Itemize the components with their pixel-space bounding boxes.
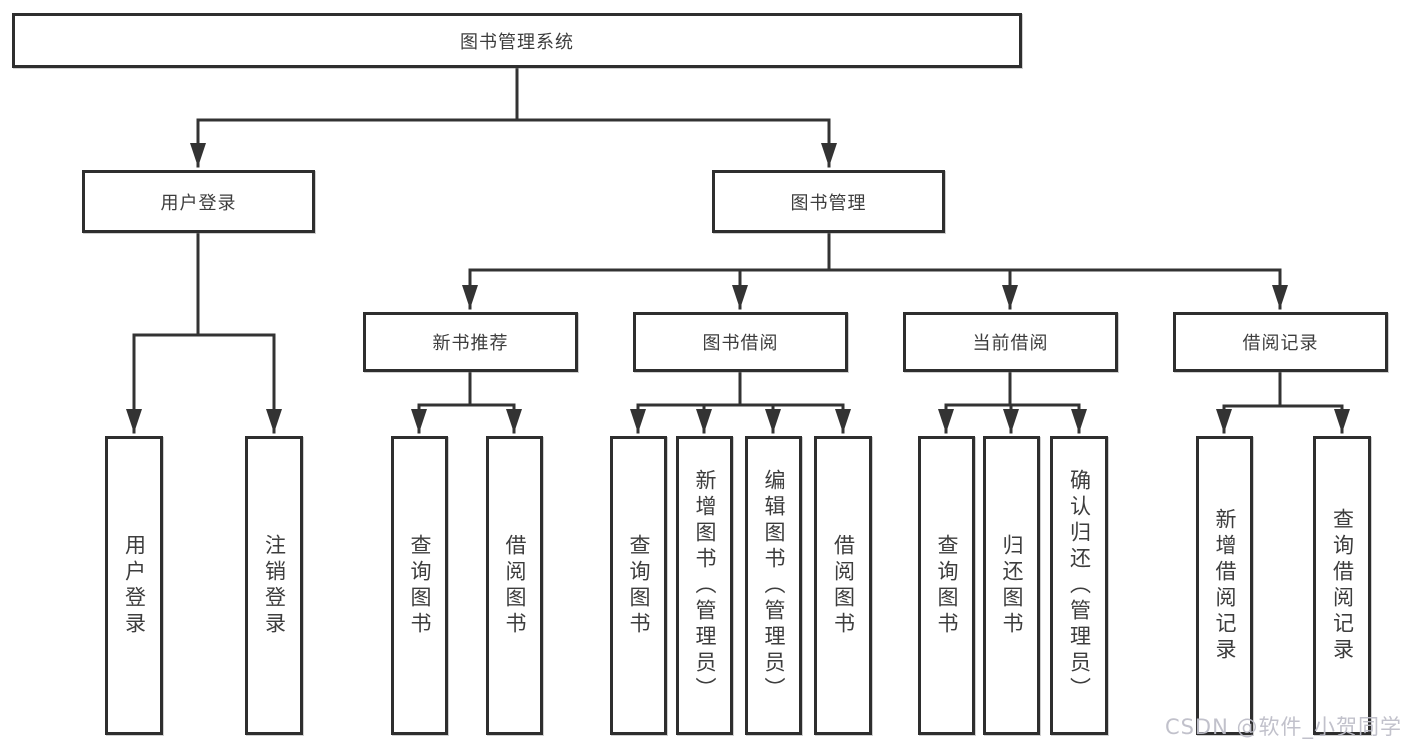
node-leaf-add-book-admin: 新增图书（管理员） [676, 436, 733, 735]
node-leaf-query-borrow-record: 查询借阅记录 [1313, 436, 1371, 735]
node-leaf-return-book: 归还图书 [983, 436, 1040, 735]
node-leaf-query-books-recommend: 查询图书 [391, 436, 448, 735]
connector-newbook-group [417, 370, 516, 407]
node-leaf-query-books-borrow: 查询图书 [610, 436, 667, 735]
connector-management-group [468, 231, 1282, 272]
node-leaf-borrow-books-recommend: 借阅图书 [486, 436, 543, 735]
node-leaf-user-login: 用户登录 [105, 436, 163, 735]
node-leaf-query-books-current: 查询图书 [918, 436, 975, 735]
node-current-borrow: 当前借阅 [903, 312, 1118, 372]
node-leaf-borrow-books: 借阅图书 [814, 436, 872, 735]
node-user-login: 用户登录 [82, 170, 315, 233]
connector-borrow-group [636, 370, 845, 407]
connector-current-group [944, 370, 1081, 407]
node-new-book-recommend: 新书推荐 [363, 312, 578, 372]
node-book-borrow: 图书借阅 [633, 312, 848, 372]
connector-login-group [132, 231, 276, 337]
csdn-watermark: CSDN @软件_小贺同学 [1164, 715, 1402, 739]
node-book-management: 图书管理 [712, 170, 945, 233]
connector-records-group [1222, 370, 1344, 408]
connector-root [196, 66, 831, 122]
node-leaf-confirm-return-admin: 确认归还（管理员） [1050, 436, 1108, 735]
node-leaf-edit-book-admin: 编辑图书（管理员） [745, 436, 802, 735]
node-leaf-add-borrow-record: 新增借阅记录 [1196, 436, 1253, 735]
node-borrow-records: 借阅记录 [1173, 312, 1388, 372]
node-root-system: 图书管理系统 [12, 13, 1022, 68]
node-leaf-logout: 注销登录 [245, 436, 303, 735]
